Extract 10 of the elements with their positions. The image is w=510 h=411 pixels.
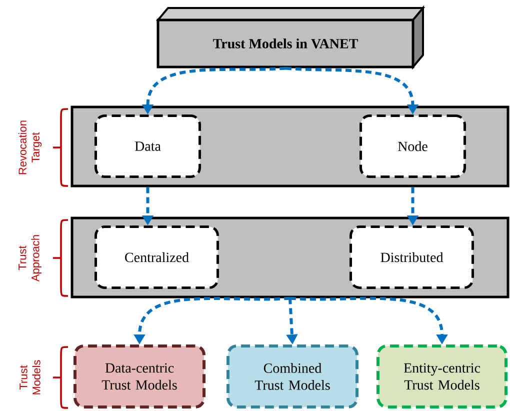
dashed-box: Distributed <box>350 226 474 289</box>
dashed-box: Centralized <box>94 226 219 289</box>
side-label: Trust Approach <box>18 235 42 282</box>
model-box: Combined Trust Models <box>226 344 358 408</box>
model-box: Entity-centric Trust Models <box>376 344 508 408</box>
side-label: Revocation Target <box>18 120 42 174</box>
side-label: Trust Models <box>20 360 40 394</box>
dashed-box: Node <box>360 114 466 178</box>
dashed-box: Data <box>94 114 201 178</box>
model-box: Data-centric Trust Models <box>74 344 206 408</box>
